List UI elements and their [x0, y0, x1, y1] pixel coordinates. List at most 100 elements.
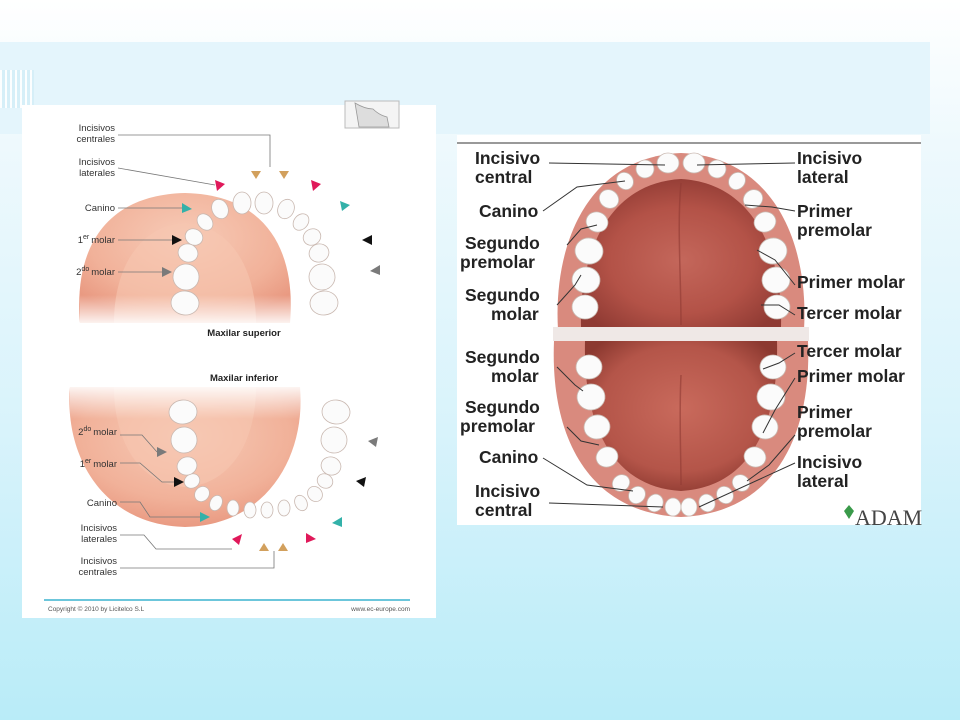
svg-text:Incisivo: Incisivo	[475, 148, 540, 168]
upper-tooth-r	[682, 152, 706, 174]
marker-lateral-left-lower	[232, 534, 242, 545]
svg-text:Segundo: Segundo	[465, 233, 540, 253]
upper-tooth-r	[571, 294, 599, 320]
copyright-text: Copyright © 2010 by Licitelco S.L	[48, 605, 145, 613]
upper-tooth	[196, 213, 214, 231]
upper-tooth	[308, 263, 336, 291]
upper-tooth	[232, 191, 252, 215]
svg-text:Incisivos: Incisivos	[81, 556, 118, 567]
svg-text:Segundo: Segundo	[465, 347, 540, 367]
right-leader-lines	[542, 162, 796, 508]
r-label-tercer-molar-bottom: Tercer molar	[797, 341, 902, 361]
lower-tooth-r	[575, 354, 603, 380]
upper-tooth-r	[753, 211, 777, 233]
lower-tooth	[294, 494, 308, 512]
lower-tooth-r	[664, 497, 682, 517]
svg-text:ADAM: ADAM	[855, 505, 922, 530]
lower-tooth	[176, 456, 198, 476]
upper-tooth-r	[571, 266, 601, 294]
upper-tooth-r	[728, 171, 746, 191]
upper-label-incisivos-centrales: Incisivos centrales	[76, 123, 115, 145]
svg-text:molar: molar	[491, 304, 539, 324]
svg-text:premolar: premolar	[797, 421, 872, 441]
marker-lateral-left	[215, 180, 225, 191]
svg-text:premolar: premolar	[460, 252, 535, 272]
marker-central-right	[279, 171, 289, 179]
svg-text:Segundo: Segundo	[465, 285, 540, 305]
r-label-primer-premolar-top: Primer premolar	[797, 201, 872, 240]
lower-tooth	[209, 494, 223, 512]
marker-molar1-left	[172, 235, 182, 245]
lower-tooth	[260, 501, 274, 519]
marker-molar1-right	[362, 235, 372, 245]
upper-tooth	[172, 263, 200, 291]
upper-tooth	[292, 213, 310, 231]
upper-markers	[162, 171, 380, 277]
lower-tooth-r	[576, 383, 606, 411]
r-label-segundo-premolar-bottom: Segundo premolar	[460, 397, 540, 436]
lower-tooth	[194, 485, 210, 503]
lower-tooth	[243, 501, 257, 519]
marker-central-left-lower	[259, 543, 269, 551]
marker-molar2-right-lower	[368, 437, 378, 447]
svg-text:premolar: premolar	[460, 416, 535, 436]
svg-text:Segundo: Segundo	[465, 397, 540, 417]
r-label-segundo-premolar-top: Segundo premolar	[460, 233, 540, 272]
r-label-segundo-molar-top: Segundo molar	[465, 285, 540, 324]
lower-tooth-r	[583, 414, 611, 440]
lower-leader-lines	[120, 434, 275, 569]
svg-text:laterales: laterales	[79, 168, 115, 179]
svg-text:Incisivo: Incisivo	[797, 452, 862, 472]
lower-tooth	[307, 485, 323, 503]
upper-label-incisivos-laterales: Incisivos laterales	[79, 157, 116, 179]
upper-tooth	[177, 243, 199, 263]
upper-arch	[557, 152, 805, 330]
svg-text:centrales: centrales	[78, 567, 117, 578]
marker-molar1-right-lower	[356, 477, 366, 487]
r-label-primer-molar-bottom: Primer molar	[797, 366, 905, 386]
svg-text:molar: molar	[491, 366, 539, 386]
lower-tooth	[320, 456, 342, 476]
lower-jaw	[69, 383, 390, 527]
svg-text:Incisivos: Incisivos	[79, 123, 116, 134]
lower-tooth	[226, 499, 240, 517]
leaf-icon	[844, 505, 854, 519]
marker-central-left	[251, 171, 261, 179]
svg-text:Incisivo: Incisivo	[797, 148, 862, 168]
svg-text:central: central	[475, 167, 532, 187]
r-label-primer-molar-top: Primer molar	[797, 272, 905, 292]
r-label-tercer-molar-top: Tercer molar	[797, 303, 902, 323]
left-dental-diagram: Maxilar superior Maxilar inferior Incisi…	[44, 100, 410, 613]
upper-tooth	[254, 191, 274, 215]
r-label-primer-premolar-bottom: Primer premolar	[797, 402, 872, 441]
upper-tooth-r	[763, 294, 791, 320]
upper-label-canino: Canino	[85, 203, 115, 214]
lower-tooth-r	[595, 446, 619, 468]
svg-text:Incisivos: Incisivos	[79, 157, 116, 168]
lower-tooth	[320, 426, 348, 454]
marker-canino-right	[340, 201, 350, 211]
website-text: www.ec-europe.com	[350, 606, 410, 613]
lower-label-incisivos-laterales: Incisivos laterales	[81, 523, 118, 545]
marker-lateral-right	[311, 180, 321, 191]
lower-tooth-r	[680, 497, 698, 517]
lower-jaw-caption: Maxilar inferior	[210, 373, 278, 384]
upper-tooth-r	[574, 237, 604, 265]
svg-text:premolar: premolar	[797, 220, 872, 240]
marker-lateral-right-lower	[306, 533, 316, 543]
svg-text:lateral: lateral	[797, 167, 849, 187]
r-label-incisivo-lateral-bottom: Incisivo lateral	[797, 452, 862, 491]
upper-jaw-caption: Maxilar superior	[207, 328, 281, 339]
upper-tooth	[309, 290, 339, 316]
marker-molar2-right	[370, 265, 380, 275]
upper-tooth	[170, 290, 200, 316]
upper-tooth-r	[758, 237, 788, 265]
upper-tooth-r	[656, 152, 680, 174]
svg-text:laterales: laterales	[81, 534, 117, 545]
lower-arch	[553, 341, 809, 517]
marker-molar1-left-lower	[174, 477, 184, 487]
